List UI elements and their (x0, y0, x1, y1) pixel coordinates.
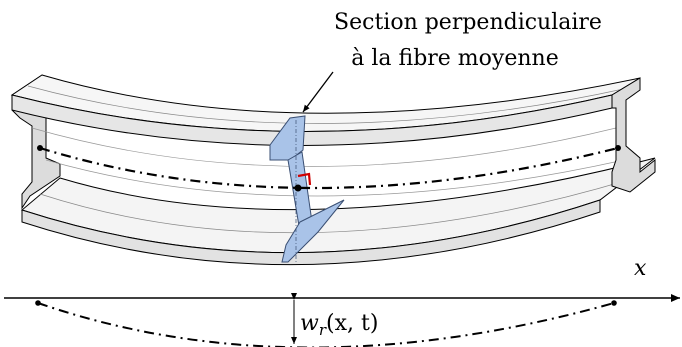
section-bottom-flange (281, 199, 345, 263)
neutral-fiber-mid-point (294, 184, 302, 192)
bottom-flange-front-face (21, 199, 601, 266)
deflection-right-point (611, 300, 617, 306)
neutral-fiber-right-point (615, 145, 621, 151)
bottom-flange (20, 157, 656, 266)
beam-web (31, 127, 625, 197)
annotation-leader-arrow (302, 71, 334, 113)
neutral-fiber-line (39, 146, 619, 190)
x-axis-label: x (634, 256, 647, 281)
deflection-left-point (35, 300, 41, 306)
deflection-symbol: w (300, 311, 319, 336)
highlighted-cross-section (269, 115, 345, 263)
top-flange (10, 74, 641, 146)
right-end-section (611, 77, 656, 193)
deflection-arguments: (x, t) (326, 311, 378, 336)
deflection-subscript: r (319, 321, 327, 339)
neutral-fiber-left-point (37, 145, 43, 151)
annotation-line-2: à la fibre moyenne (351, 46, 558, 71)
annotation-line-1: Section perpendiculaire (334, 10, 602, 35)
right-angle-marker (297, 172, 312, 186)
top-flange-mid-line (27, 85, 629, 124)
deflection-label: wr(x, t) (300, 311, 378, 339)
